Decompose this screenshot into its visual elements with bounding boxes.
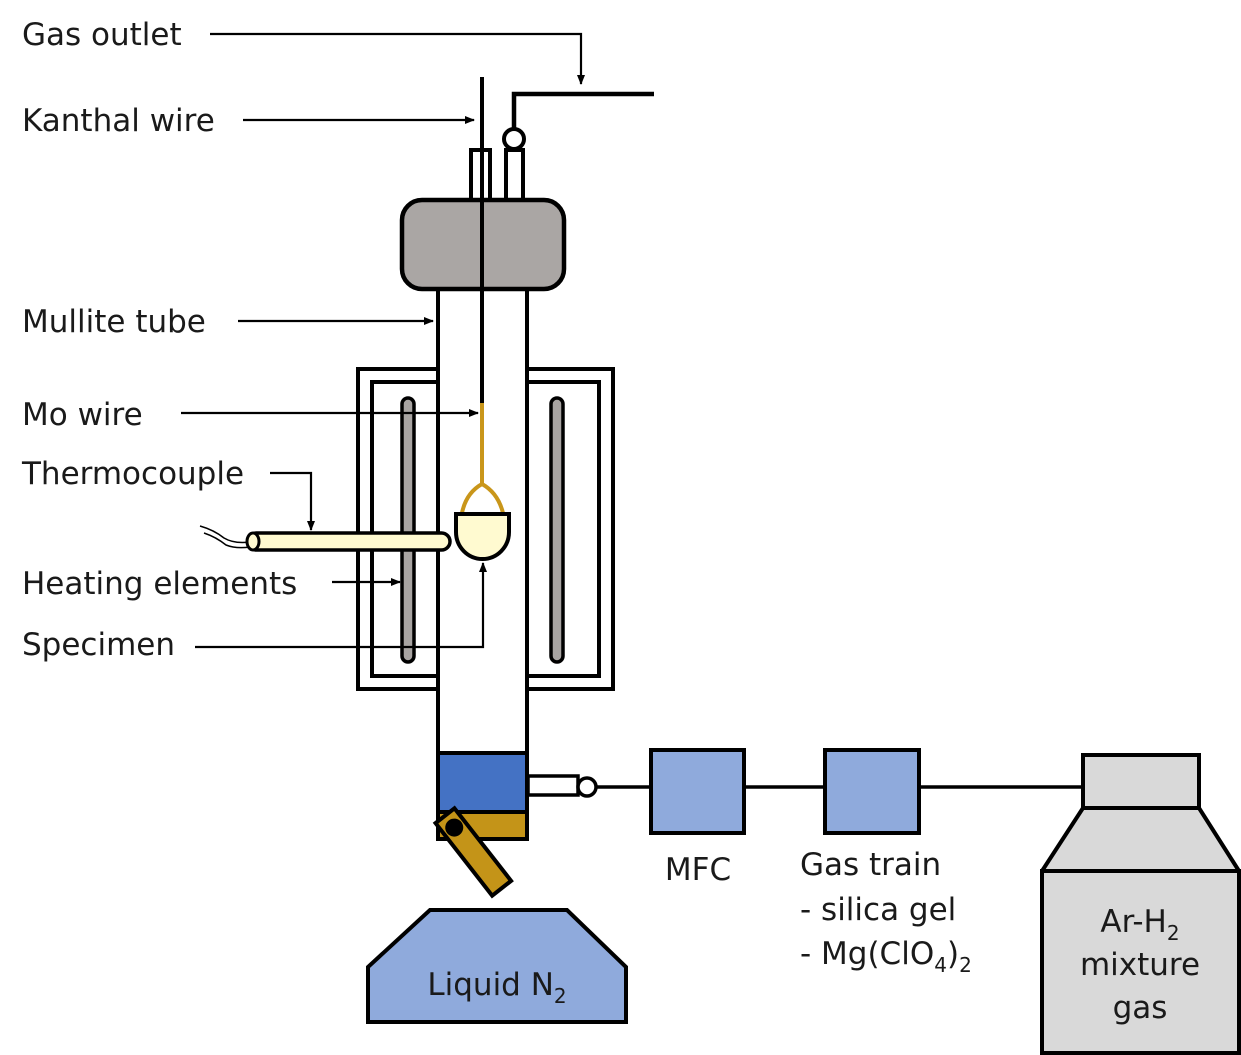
liquid-n2-subscript: 2 [554,984,567,1008]
gas-train-box [823,748,921,835]
valve-lever [432,805,514,899]
label-cylinder-line-1: Ar-H2 [1100,904,1179,945]
heating-element-right [549,396,565,664]
specimen-leader [195,562,487,649]
label-gas-train: Gas train [800,847,941,883]
gas-outlet-pipe [502,91,654,204]
specimen-crucible [454,512,511,561]
label-kanthal-wire: Kanthal wire [22,103,215,139]
thermocouple-leader [270,471,315,531]
label-gas-train-item-1: - silica gel [800,892,956,928]
label-cylinder-line-2: mixture [1080,947,1200,983]
ar-h2-prefix: Ar-H [1100,904,1166,940]
label-mfc: MFC [665,852,731,888]
ar-h2-subscript: 2 [1167,921,1180,945]
label-liquid-n2: Liquid N2 [427,967,566,1008]
heating-element-left [400,396,416,664]
mfc-box [649,748,746,835]
mg-clo4-sub-2: 2 [959,953,972,977]
thermocouple [199,525,452,552]
liquid-n2-dewar [366,908,628,1024]
label-gas-outlet: Gas outlet [22,17,182,53]
label-thermocouple: Thermocouple [21,456,244,492]
mg-clo4-sub-4: 4 [934,953,947,977]
liquid-n2-text: Liquid N [427,967,554,1003]
mg-clo4-prefix: - Mg(ClO [800,936,934,972]
furnace [356,367,615,691]
gas-outlet-leader [210,32,585,85]
label-heating-elements: Heating elements [22,566,297,602]
bottom-valve [436,751,598,841]
label-cylinder-line-3: gas [1113,990,1168,1026]
gas-cylinder [1040,753,1241,1055]
label-mullite-tube: Mullite tube [22,304,206,340]
label-mo-wire: Mo wire [22,397,143,433]
mo-wire [460,403,505,514]
mg-clo4-paren: ) [947,936,959,972]
label-gas-train-item-2: - Mg(ClO4)2 [800,936,972,977]
label-specimen: Specimen [22,627,175,663]
